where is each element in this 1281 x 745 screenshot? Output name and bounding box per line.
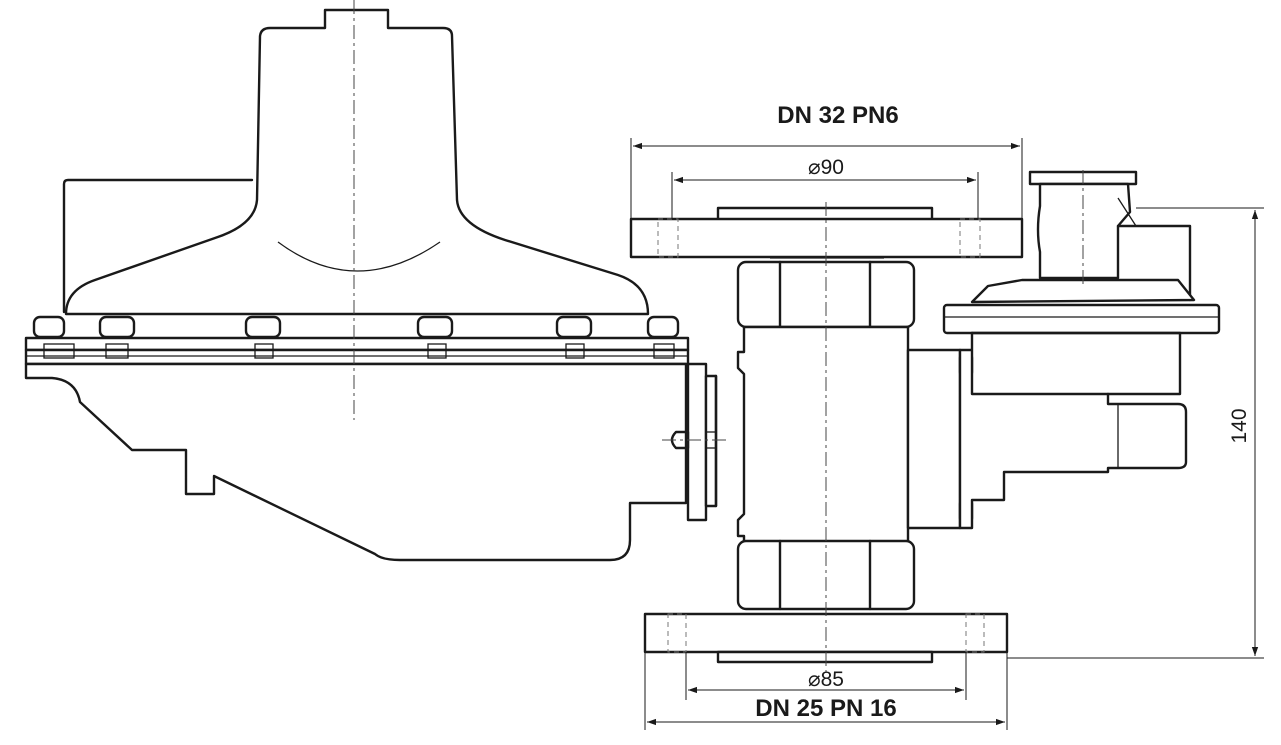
dimension-bottom-flange: [644, 652, 1008, 730]
top-diameter-label: ⌀90: [808, 156, 844, 179]
centerlines: [353, 0, 1084, 672]
diaphragm-bolts: [32, 315, 680, 339]
regulator-lower-body: [24, 362, 688, 562]
bottom-diameter-label: ⌀85: [808, 668, 844, 691]
bottom-flange-label: DN 25 PN 16: [755, 695, 896, 722]
regulator-dome: [62, 8, 650, 316]
diaphragm-flange: [24, 336, 690, 366]
bottom-hex-nut: [736, 539, 916, 611]
height-label: 140: [1228, 408, 1251, 443]
dimension-top-diameter: [671, 172, 979, 219]
dimension-bottom-diameter: [685, 652, 967, 700]
valve-body: [670, 325, 974, 544]
top-hex-nut: [736, 257, 916, 329]
dimension-height: [1007, 207, 1264, 659]
safety-valve: [942, 170, 1221, 530]
dimension-top-flange: [630, 138, 1023, 219]
top-flange-label: DN 32 PN6: [777, 102, 898, 129]
